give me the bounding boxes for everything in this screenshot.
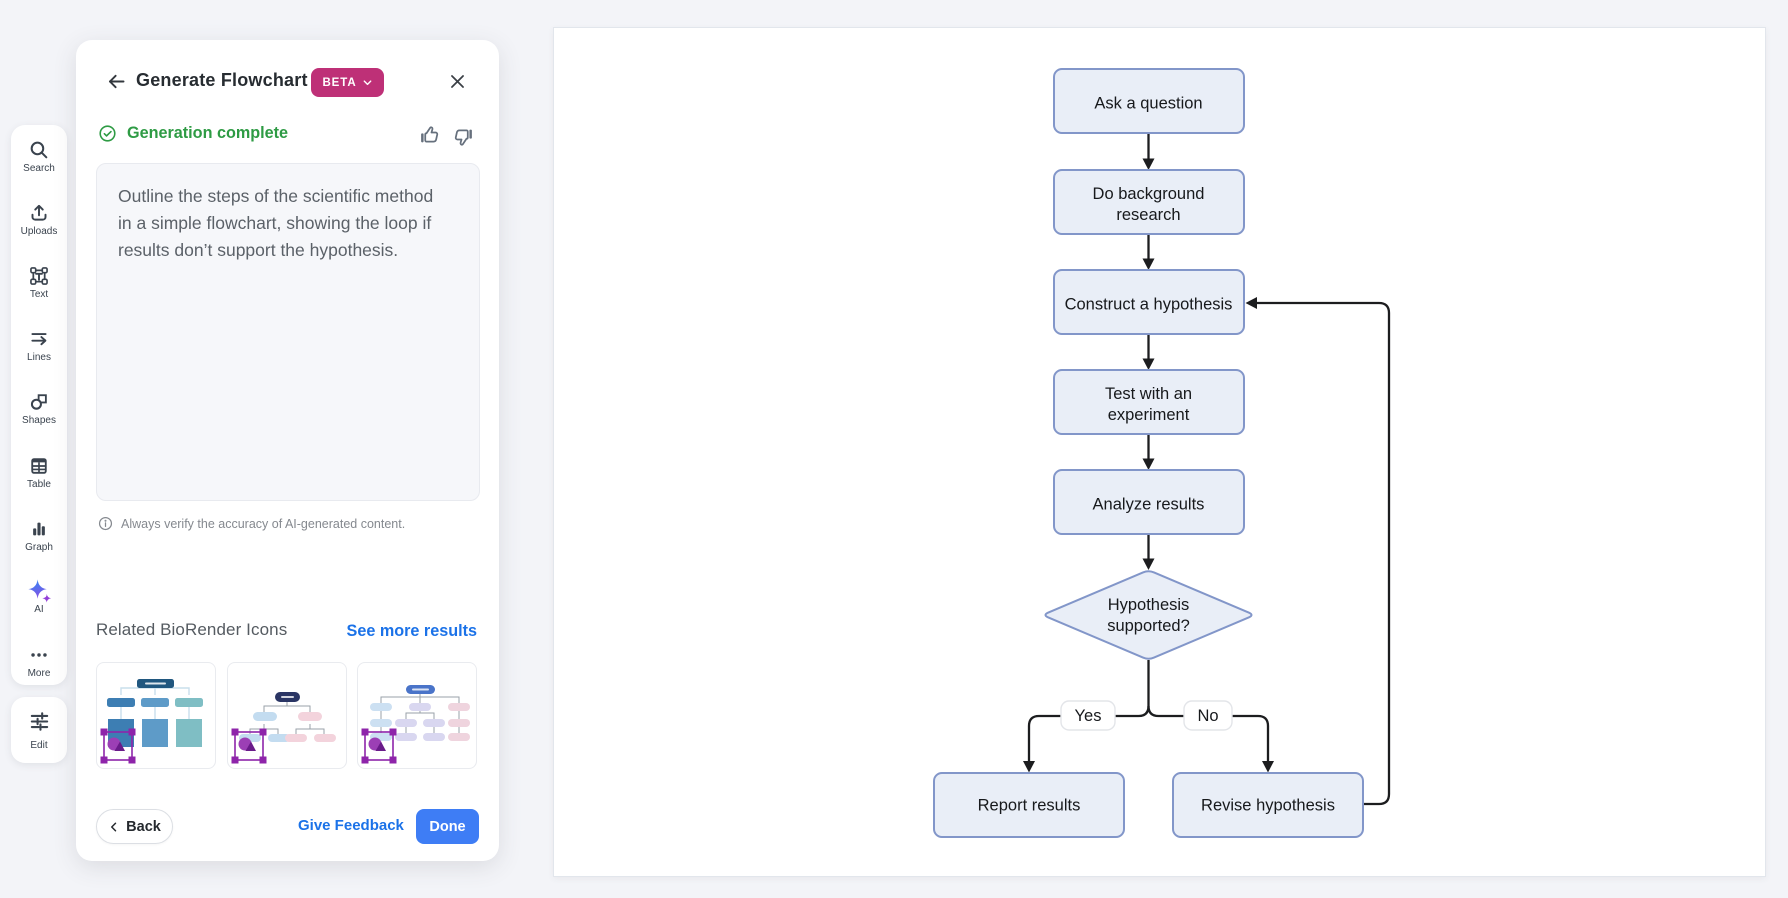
svg-text:Hypothesis: Hypothesis — [1108, 596, 1190, 614]
svg-text:Revise hypothesis: Revise hypothesis — [1201, 797, 1335, 815]
svg-text:Yes: Yes — [1075, 707, 1102, 725]
svg-text:Construct a hypothesis: Construct a hypothesis — [1065, 296, 1233, 314]
svg-text:Report results: Report results — [978, 797, 1081, 815]
svg-text:Test with an: Test with an — [1105, 385, 1192, 403]
svg-text:No: No — [1197, 707, 1218, 725]
svg-text:Ask a question: Ask a question — [1094, 95, 1202, 113]
svg-text:Analyze results: Analyze results — [1093, 496, 1205, 514]
svg-text:research: research — [1116, 206, 1180, 224]
svg-text:Do background: Do background — [1093, 185, 1205, 203]
svg-text:supported?: supported? — [1107, 617, 1190, 635]
svg-text:experiment: experiment — [1108, 406, 1190, 424]
